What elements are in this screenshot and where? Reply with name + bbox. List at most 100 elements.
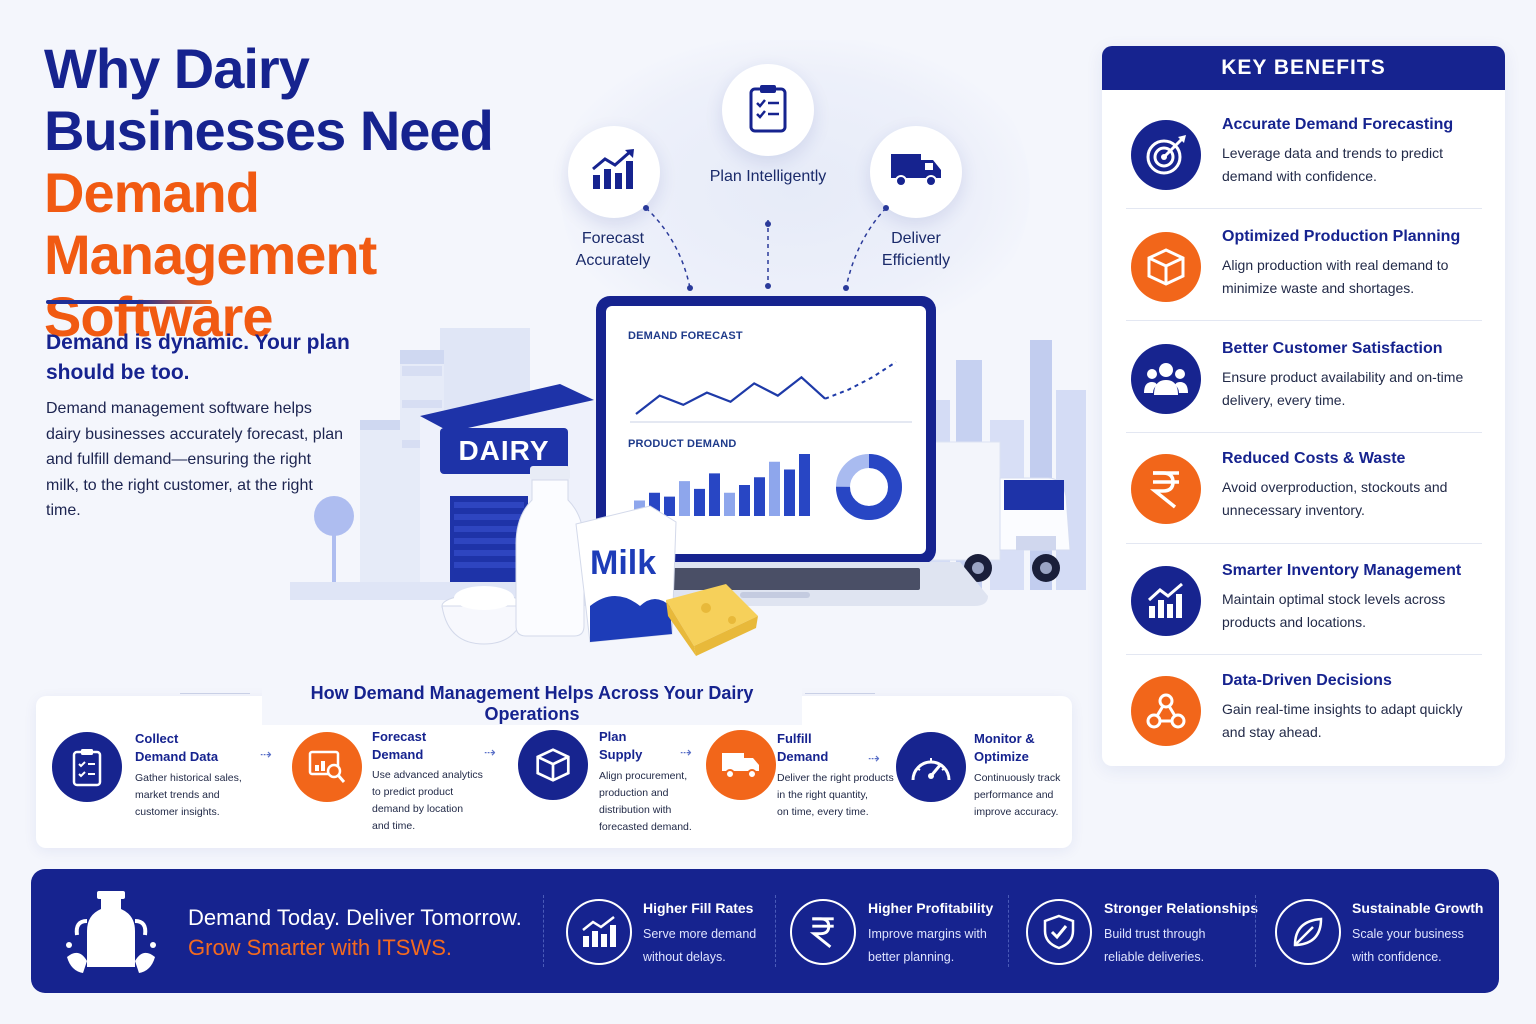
box-icon — [518, 730, 588, 800]
deliver-label-text: Deliver Efficiently — [881, 230, 951, 269]
connector-lines — [643, 205, 889, 291]
footer-desc-line: better planning. — [868, 949, 955, 964]
footer-desc-line: without delays. — [643, 949, 726, 964]
step-desc-line: customer insights. — [135, 806, 220, 818]
step-desc: Gather historical sales, market trends a… — [135, 770, 242, 821]
footer-item-desc: Build trust through reliable deliveries. — [1104, 923, 1244, 968]
benefit-title: Better Customer Satisfaction — [1222, 340, 1443, 357]
product-bar — [649, 492, 660, 516]
arrow-right-icon: ⇢ — [484, 744, 496, 760]
step-desc-line: demand by location — [372, 803, 464, 815]
step-title-line: Optimize — [974, 749, 1029, 764]
step-desc-line: on time, every time. — [777, 806, 869, 818]
product-bar — [754, 477, 765, 516]
step-desc-line: improve accuracy. — [974, 806, 1059, 818]
step-desc-line: and time. — [372, 820, 416, 832]
step-title-line: Forecast — [372, 729, 427, 744]
product-bar — [664, 496, 675, 516]
forecast-bubble — [568, 126, 660, 218]
steps-title-rule-left — [180, 693, 250, 694]
benefit-item: Data-Driven Decisions Gain real-time ins… — [1126, 672, 1482, 766]
footer-item-desc: Improve margins with better planning. — [868, 923, 1008, 968]
benefit-desc: Avoid overproduction, stockouts and unne… — [1222, 479, 1448, 518]
step-title: Plan Supply — [599, 728, 642, 764]
step-title: Fulfill Demand — [777, 730, 828, 766]
key-benefits-panel: KEY BENEFITS Accurate Demand Forecasting… — [1102, 46, 1505, 766]
benefit-desc: Gain real-time insights to adapt quickly… — [1222, 701, 1463, 740]
step-title-line: Demand Data — [135, 749, 219, 764]
step-desc-line: production and — [599, 787, 669, 799]
footer-item-title: Higher Profitability — [868, 900, 994, 916]
clipboard-icon — [52, 732, 122, 802]
step-desc-line: to predict product — [372, 786, 454, 798]
trend-chart-icon — [589, 147, 639, 198]
product-bar — [739, 485, 750, 516]
step-desc-line: Use advanced analytics — [372, 769, 483, 781]
forecast-label: Forecast Accurately — [553, 228, 673, 272]
milk-can-icon — [61, 887, 161, 982]
delivery-truck — [930, 441, 1071, 582]
leaf-icon — [1275, 899, 1341, 965]
step-title: Monitor & Optimize — [974, 730, 1035, 766]
step-title-line: Collect — [135, 731, 179, 746]
benefit-item: Optimized Production Planning Align prod… — [1126, 228, 1482, 340]
step-title-line: Monitor & — [974, 731, 1035, 746]
growth-chart-icon — [1131, 566, 1201, 636]
divider — [1255, 895, 1256, 967]
footer-item-title: Stronger Relationships — [1104, 900, 1259, 916]
step-desc-line: Deliver the right products — [777, 772, 894, 784]
divider — [1126, 432, 1482, 433]
page-title: Why Dairy Businesses Need Demand Managem… — [44, 38, 564, 348]
footer-tagline-2: Grow Smarter with ITSWS. — [188, 935, 453, 960]
step-desc: Use advanced analytics to predict produc… — [372, 767, 483, 835]
people-icon — [1131, 344, 1201, 414]
divider — [775, 895, 776, 967]
product-chart-label: PRODUCT DEMAND — [628, 438, 737, 450]
dairy-sign: DAIRY — [440, 428, 568, 474]
gauge-icon — [896, 732, 966, 802]
benefit-item: Accurate Demand Forecasting Leverage dat… — [1126, 116, 1482, 228]
arrow-right-icon: ⇢ — [680, 744, 692, 760]
clipboard-checklist-icon — [748, 83, 788, 138]
benefit-title: Reduced Costs & Waste — [1222, 450, 1406, 467]
footer-item-desc: Scale your business with confidence. — [1352, 923, 1492, 968]
divider — [1126, 320, 1482, 321]
steps-title-rule-right — [805, 693, 875, 694]
step-title-line: Demand — [777, 749, 829, 764]
footer-item-title: Sustainable Growth — [1352, 900, 1484, 916]
dairy-products — [441, 466, 758, 656]
forecast-actual-line — [635, 375, 826, 415]
step-desc-line: performance and — [974, 789, 1054, 801]
arrow-right-icon: ⇢ — [260, 746, 272, 762]
product-bar — [694, 488, 705, 516]
key-benefits-title: KEY BENEFITS — [1102, 46, 1505, 90]
divider — [1126, 543, 1482, 544]
truck-icon — [706, 730, 776, 800]
step-title: Collect Demand Data — [135, 730, 218, 766]
step-desc-line: Continuously track — [974, 772, 1061, 784]
benefit-desc: Align production with real demand to min… — [1222, 257, 1449, 296]
footer-tagline-1: Demand Today. Deliver Tomorrow. — [188, 905, 522, 930]
plan-label: Plan Intelligently — [708, 166, 828, 188]
step-desc-line: Gather historical sales, — [135, 772, 242, 784]
forecast-chart-label: DEMAND FORECAST — [628, 330, 743, 342]
step-title: Forecast Demand — [372, 728, 426, 764]
step-title-line: Fulfill — [777, 731, 812, 746]
product-bar — [784, 469, 795, 516]
plan-label-text: Plan Intelligently — [709, 168, 827, 185]
product-donut-chart — [836, 454, 902, 520]
benefit-desc: Ensure product availability and on-time … — [1222, 369, 1464, 408]
steps-title: How Demand Management Helps Across Your … — [262, 683, 802, 725]
footer-desc-line: Scale your business — [1352, 927, 1464, 941]
benefit-item: Smarter Inventory Management Maintain op… — [1126, 562, 1482, 674]
divider — [1126, 654, 1482, 655]
hero-tagline: Demand is dynamic. Your plan should be t… — [46, 331, 350, 384]
title-line-2: Businesses Need — [44, 99, 494, 162]
benefit-item: Better Customer Satisfaction Ensure prod… — [1126, 340, 1482, 452]
delivery-truck-icon — [889, 150, 943, 195]
step-desc-line: distribution with — [599, 804, 672, 816]
benefit-title: Optimized Production Planning — [1222, 228, 1461, 245]
milk-pack-label: Milk — [590, 544, 657, 582]
arrow-right-icon: ⇢ — [868, 750, 880, 766]
target-icon — [1131, 120, 1201, 190]
